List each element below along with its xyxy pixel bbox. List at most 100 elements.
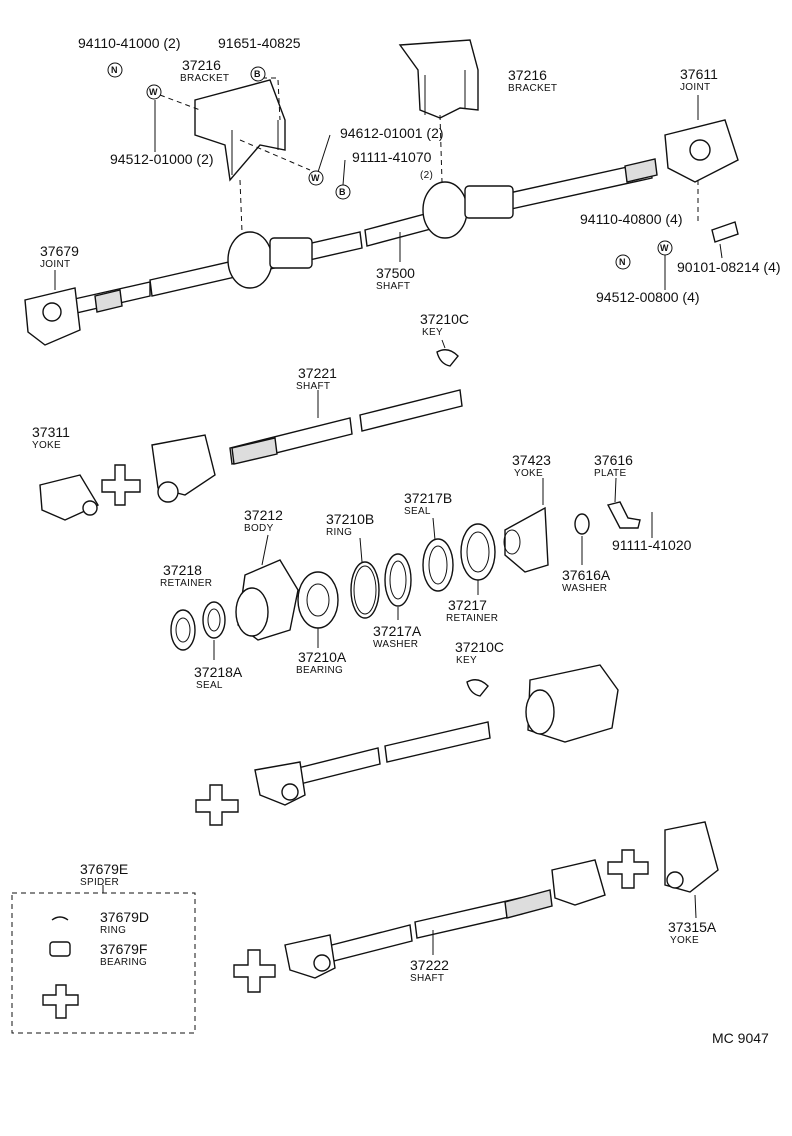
svg-text:YOKE: YOKE <box>32 440 61 451</box>
svg-text:37212: 37212 <box>244 507 283 523</box>
svg-text:BODY: BODY <box>244 523 274 534</box>
svg-text:91111-41020: 91111-41020 <box>612 537 692 553</box>
svg-text:37217: 37217 <box>448 597 487 613</box>
bolt-symbol: B <box>250 66 266 82</box>
spider-kit-box <box>11 885 196 1034</box>
svg-text:37222: 37222 <box>410 957 449 973</box>
svg-text:WASHER: WASHER <box>562 583 607 594</box>
bracket-left <box>194 79 286 182</box>
svg-text:37315A: 37315A <box>668 919 717 935</box>
part-label: 91111-41070 (2) <box>352 149 433 181</box>
svg-text:37611: 37611 <box>680 66 718 82</box>
svg-text:SHAFT: SHAFT <box>376 281 410 292</box>
svg-text:37679E: 37679E <box>80 861 128 877</box>
svg-text:94110-41000 (2): 94110-41000 (2) <box>78 35 180 51</box>
svg-text:WASHER: WASHER <box>373 639 418 650</box>
leader-lines-upper <box>54 77 723 290</box>
svg-text:91651-40825: 91651-40825 <box>218 35 301 51</box>
svg-text:BRACKET: BRACKET <box>508 83 557 94</box>
svg-text:PLATE: PLATE <box>594 468 626 479</box>
key-37210c-a <box>436 349 459 367</box>
washer-symbol: W <box>308 170 324 186</box>
svg-text:SHAFT: SHAFT <box>410 973 444 984</box>
part-label: 94512-01000 (2) <box>110 151 214 167</box>
nut-symbol: N <box>615 254 631 270</box>
svg-text:94512-01000 (2): 94512-01000 (2) <box>110 151 214 167</box>
shaft-37221-assembly <box>39 339 463 521</box>
washer-symbol: W <box>146 84 162 100</box>
svg-text:SEAL: SEAL <box>404 506 431 517</box>
svg-text:37679D: 37679D <box>100 909 149 925</box>
part-label: 94512-00800 (4) <box>596 289 700 305</box>
svg-text:SEAL: SEAL <box>196 680 223 691</box>
svg-text:37616A: 37616A <box>562 567 611 583</box>
nut-symbol: N <box>107 62 123 78</box>
svg-text:37217B: 37217B <box>404 490 452 506</box>
part-label: 90101-08214 (4) <box>677 259 781 275</box>
svg-text:KEY: KEY <box>456 655 477 666</box>
bolt-90101 <box>711 221 739 243</box>
svg-text:37210B: 37210B <box>326 511 374 527</box>
bracket-right <box>398 39 479 119</box>
svg-text:37679: 37679 <box>40 243 79 259</box>
key-37210c-b <box>466 679 489 697</box>
part-label: 91111-41020 <box>612 537 692 553</box>
svg-text:RING: RING <box>100 925 126 936</box>
svg-text:37216: 37216 <box>508 67 547 83</box>
svg-text:YOKE: YOKE <box>670 935 699 946</box>
svg-text:37218: 37218 <box>163 562 202 578</box>
svg-text:B: B <box>339 187 346 197</box>
svg-text:(2): (2) <box>420 170 433 181</box>
svg-text:37616: 37616 <box>594 452 633 468</box>
svg-text:W: W <box>311 173 320 183</box>
svg-text:37218A: 37218A <box>194 664 243 680</box>
part-label: 94110-40800 (4) <box>580 211 682 227</box>
bolt-symbol: B <box>335 184 351 200</box>
part-label: 94110-41000 (2) <box>78 35 180 51</box>
svg-text:37679F: 37679F <box>100 941 147 957</box>
svg-text:B: B <box>254 69 261 79</box>
svg-text:94512-00800 (4): 94512-00800 (4) <box>596 289 700 305</box>
svg-text:37210C: 37210C <box>455 639 504 655</box>
svg-text:N: N <box>619 257 626 267</box>
washer-symbol: W <box>657 240 673 256</box>
svg-text:90101-08214 (4): 90101-08214 (4) <box>677 259 781 275</box>
svg-text:JOINT: JOINT <box>40 259 70 270</box>
bottom-shaft-assembly <box>233 821 719 993</box>
diagram-code: MC 9047 <box>712 1030 769 1046</box>
svg-text:YOKE: YOKE <box>514 468 543 479</box>
svg-text:N: N <box>111 65 118 75</box>
spider-37311 <box>101 464 141 506</box>
part-label: 94612-01001 (2) <box>340 125 444 141</box>
svg-text:37210A: 37210A <box>298 649 347 665</box>
svg-text:91111-41070: 91111-41070 <box>352 149 432 165</box>
svg-text:37423: 37423 <box>512 452 551 468</box>
svg-text:37210C: 37210C <box>420 311 469 327</box>
svg-text:BEARING: BEARING <box>296 665 343 676</box>
svg-text:W: W <box>660 243 669 253</box>
svg-text:SPIDER: SPIDER <box>80 877 119 888</box>
